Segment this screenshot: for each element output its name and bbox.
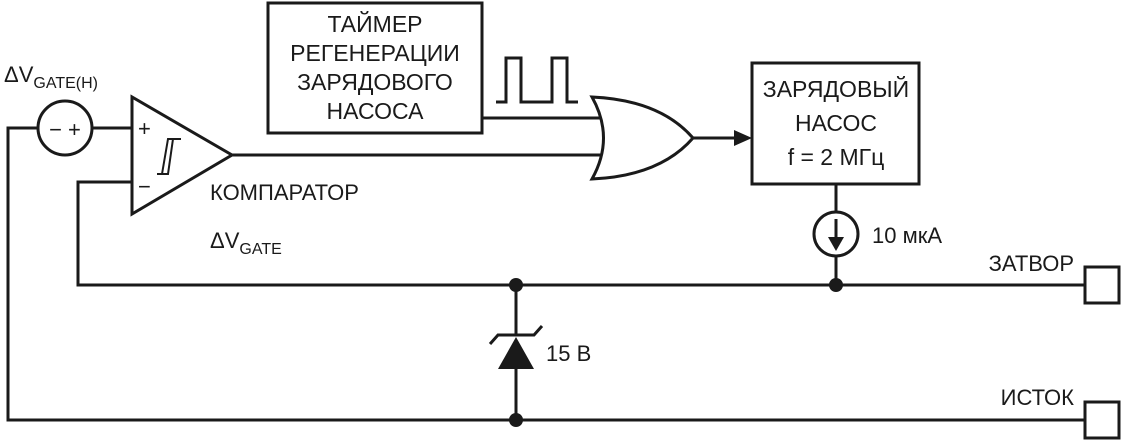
charge-pump-block: ЗАРЯДОВЫЙ НАСОС f = 2 МГц <box>750 61 921 186</box>
pump-line-2: НАСОС <box>795 110 877 136</box>
gate-rail-wire <box>76 180 1085 287</box>
current-source <box>812 210 860 258</box>
zener-diode-icon <box>498 337 534 369</box>
or-gate-icon <box>589 95 695 181</box>
junction-dot <box>509 278 523 292</box>
source-terminal-icon <box>1083 400 1121 440</box>
timer-line-4: НАСОСА <box>327 98 425 124</box>
source-pin-label: ИСТОК <box>1001 385 1075 410</box>
timer-box <box>266 1 484 135</box>
pump-line-3: f = 2 МГц <box>788 144 885 170</box>
timer-line-3: ЗАРЯДОВОГО <box>297 69 453 95</box>
gate-terminal-icon <box>1083 265 1121 305</box>
zener-label: 15 В <box>546 341 591 366</box>
junction-dot <box>829 278 843 292</box>
dvgate-h-label: ΔVGATE(H) <box>4 62 98 92</box>
comparator-triangle-icon <box>130 94 235 217</box>
comparator-plus-label: + <box>138 116 151 141</box>
arrow-to-pump-icon <box>734 130 752 146</box>
pump-line-1: ЗАРЯДОВЫЙ <box>763 75 909 102</box>
zener-bar <box>488 325 544 345</box>
gate-pin-label: ЗАТВОР <box>989 251 1074 276</box>
comparator-minus-label: − <box>138 174 151 199</box>
junction-dot <box>509 413 523 427</box>
timer-line-2: РЕГЕНЕРАЦИИ <box>290 40 460 66</box>
current-arrow-head <box>828 237 844 251</box>
refresh-timer-block: ТАЙМЕР РЕГЕНЕРАЦИИ ЗАРЯДОВОГО НАСОСА <box>266 1 484 135</box>
current-source-label: 10 мкА <box>872 223 942 248</box>
comparator: + − <box>130 94 235 217</box>
wires <box>6 116 1085 422</box>
vsrc-signs: − + <box>49 117 81 142</box>
comparator-label: КОМПАРАТОР <box>210 180 359 205</box>
voltage-source-icon <box>36 99 94 157</box>
hysteresis-icon <box>157 138 181 175</box>
timer-line-1: ТАЙМЕР <box>328 10 423 37</box>
threshold-voltage-source: − + <box>36 99 94 157</box>
source-rail-wire <box>6 126 1085 422</box>
pump-box <box>750 61 921 186</box>
zener-diode <box>488 325 544 369</box>
dvgate-label: ΔVGATE <box>210 228 282 258</box>
pulse-train-icon <box>496 56 578 104</box>
